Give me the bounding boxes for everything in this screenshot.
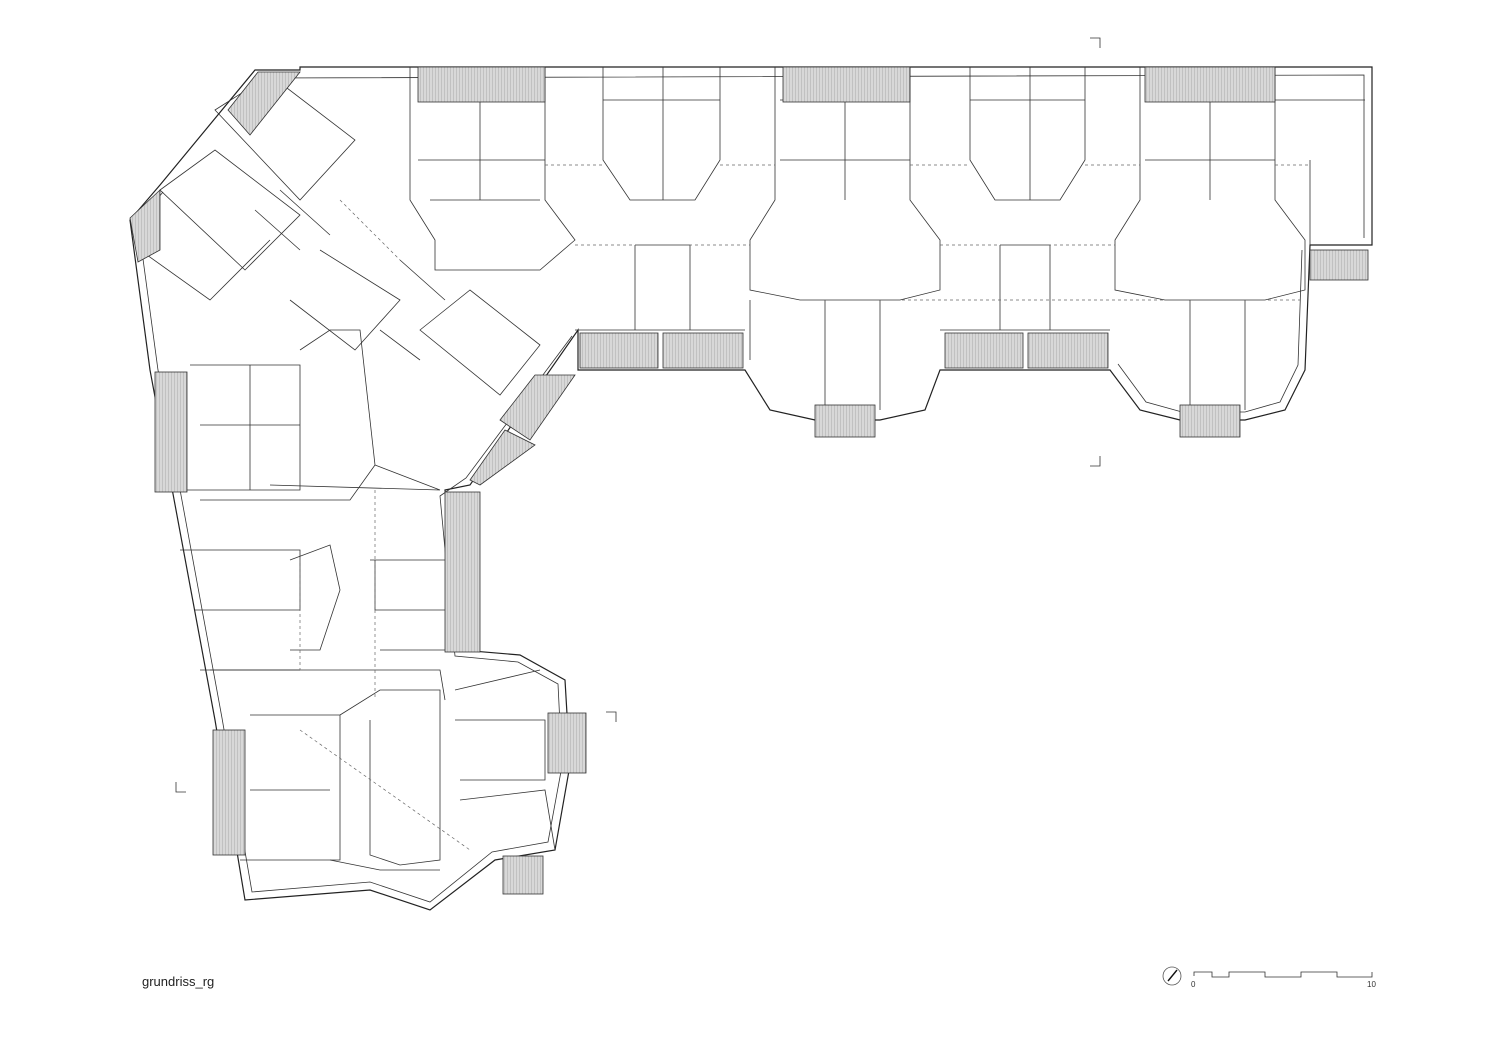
interior-walls [139,67,1365,871]
north-arrow-icon [1162,966,1182,986]
scale-start-label: 0 [1191,980,1196,989]
crop-marks [175,37,1101,793]
dashed-lines [299,164,1310,851]
scale-bar [1162,966,1373,986]
drawing-title: grundriss_rg [142,974,215,989]
outer-walls [129,66,1373,911]
scale-end-label: 10 [1367,980,1376,989]
balconies [129,66,1369,895]
